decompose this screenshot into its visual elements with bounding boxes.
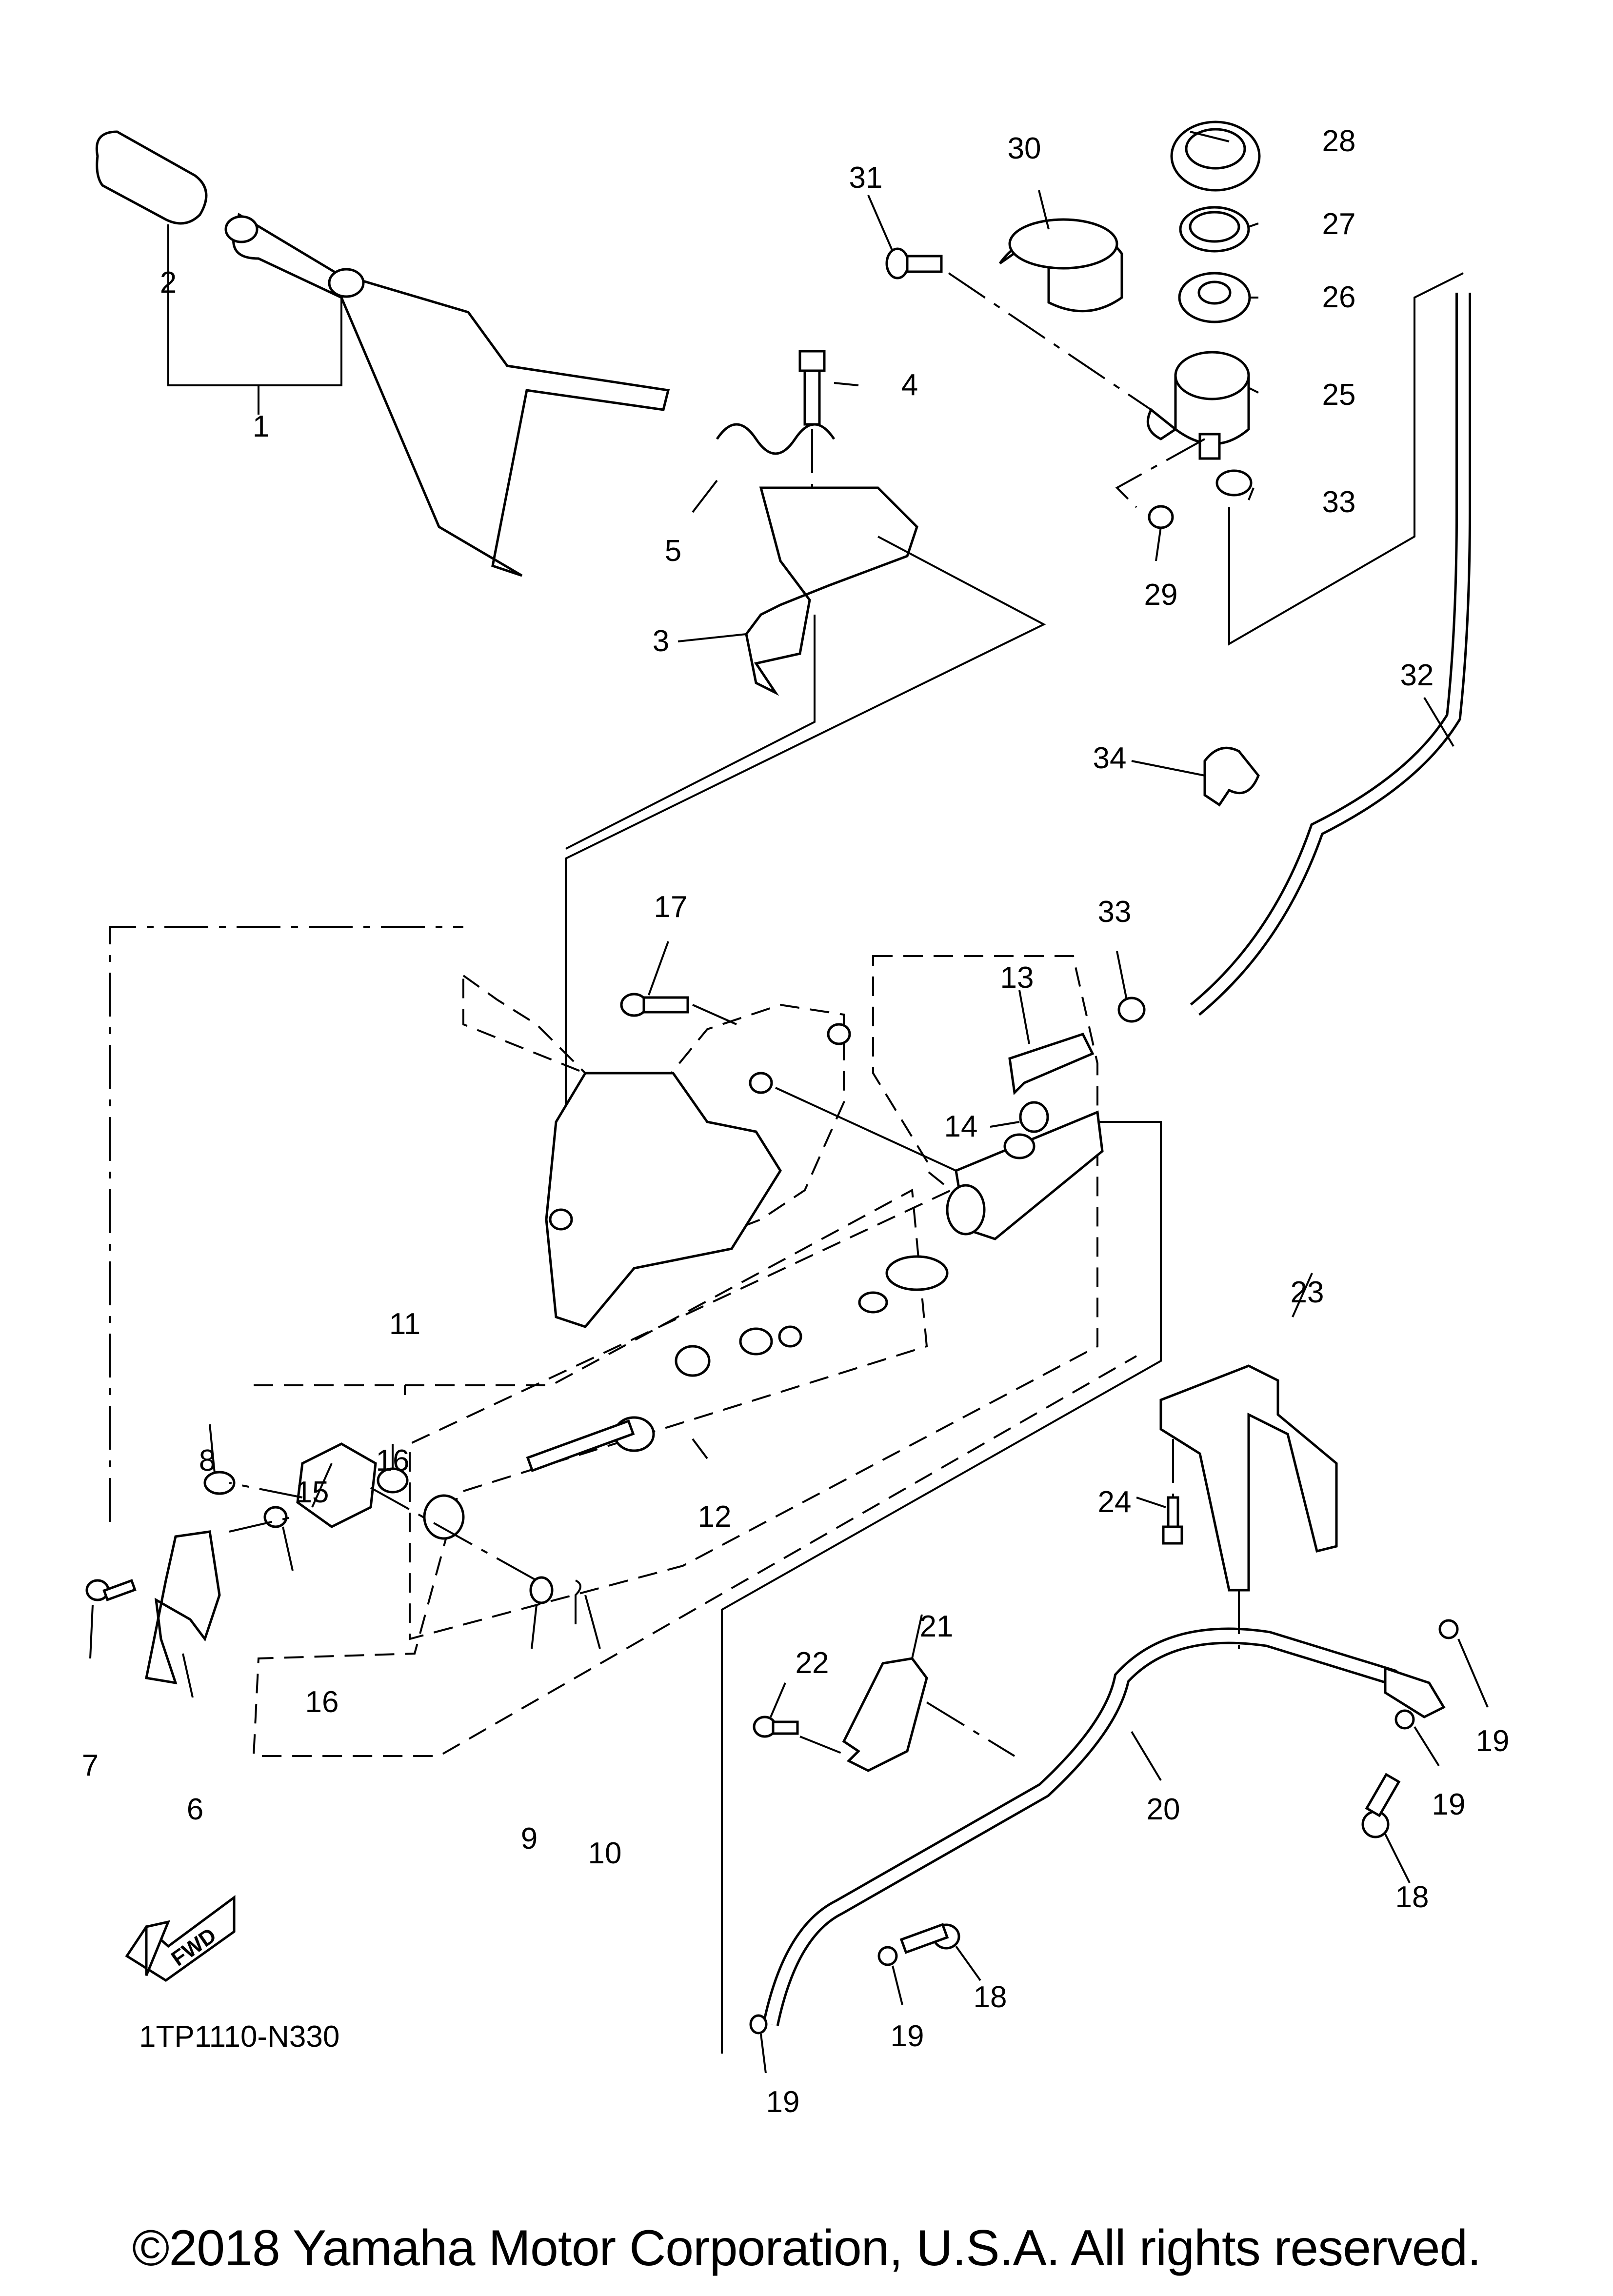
callout-1: 1 xyxy=(252,410,270,443)
pin-part-8 xyxy=(203,1471,236,1495)
reservoir-tank-part xyxy=(1146,351,1250,460)
piston-kit-parts xyxy=(377,1255,949,1540)
copyright-notice: ©2018 Yamaha Motor Corporation, U.S.A. A… xyxy=(132,2220,1481,2276)
nut-part-16b xyxy=(263,1506,288,1528)
callout-19d: 19 xyxy=(766,2085,800,2119)
hose-bracket-part-23 xyxy=(1159,1364,1338,1592)
hose-joint-part-13 xyxy=(1008,1032,1095,1096)
callout-10: 10 xyxy=(588,1837,622,1870)
hose-clip-part-34 xyxy=(1203,746,1260,807)
callout-3: 3 xyxy=(652,624,670,658)
gasket-part-19d xyxy=(749,2014,768,2035)
gasket-part-19b xyxy=(1394,1709,1415,1730)
callout-22: 22 xyxy=(795,1646,829,1680)
callout-24: 24 xyxy=(1097,1485,1132,1519)
collar-part-29 xyxy=(1148,505,1174,529)
callout-9: 9 xyxy=(520,1822,538,1856)
callout-14: 14 xyxy=(944,1110,978,1143)
callout-19b: 19 xyxy=(1432,1788,1466,1821)
union-bolt-part-18a xyxy=(1361,1773,1401,1838)
callout-6: 6 xyxy=(186,1793,204,1826)
screw-part-31 xyxy=(885,247,943,280)
gasket-part-19a xyxy=(1438,1619,1459,1639)
brake-hose-end-part xyxy=(1384,1666,1446,1718)
brake-pedal-part xyxy=(95,130,670,577)
callout-23: 23 xyxy=(1290,1276,1324,1309)
frame-bracket-part xyxy=(545,1072,782,1328)
master-cylinder-group-outline xyxy=(409,955,1098,1640)
callout-5: 5 xyxy=(664,534,682,568)
callout-4: 4 xyxy=(901,368,918,402)
bolt-part-4 xyxy=(798,350,826,426)
cotter-pin-part-10 xyxy=(575,1579,581,1624)
center-line-29 xyxy=(1115,438,1205,508)
washer-part-9 xyxy=(529,1576,554,1604)
union-part-14 xyxy=(1019,1101,1049,1133)
fwd-arrow-icon xyxy=(125,1895,236,1982)
callout-17: 17 xyxy=(654,890,688,924)
link-line-hose-top xyxy=(1228,272,1464,646)
bolt-part-7 xyxy=(85,1579,137,1601)
bolt-part-22 xyxy=(753,1716,799,1738)
link-line-3 xyxy=(565,536,1046,1288)
callout-30: 30 xyxy=(1007,132,1041,165)
return-spring-part xyxy=(716,423,836,455)
diagram-code: 1TP1110-N330 xyxy=(139,2020,340,2054)
kit-11-outline xyxy=(252,1188,1137,1757)
callout-8: 8 xyxy=(199,1444,216,1477)
diaphragm-part xyxy=(1178,272,1251,323)
bolt-part-24 xyxy=(1162,1496,1183,1545)
diaphragm-plate-part xyxy=(1179,206,1250,253)
callout-21: 21 xyxy=(919,1610,954,1643)
callout-32: 32 xyxy=(1400,659,1434,692)
master-cylinder-part xyxy=(946,1110,1104,1240)
brake-hose-part xyxy=(762,1627,1397,2026)
callout-29: 29 xyxy=(1144,578,1178,612)
center-line-31 xyxy=(948,272,1152,411)
callout-12: 12 xyxy=(697,1500,732,1534)
callout-27: 27 xyxy=(1322,207,1356,241)
callout-11: 11 xyxy=(389,1307,421,1341)
callout-2: 2 xyxy=(159,266,177,299)
leader-lines xyxy=(89,131,1489,2074)
callout-18b: 18 xyxy=(973,1980,1007,2014)
callout-15: 15 xyxy=(295,1476,329,1509)
callout-20: 20 xyxy=(1146,1793,1180,1826)
callout-26: 26 xyxy=(1322,280,1356,314)
hose-clamp-part-33b xyxy=(1117,997,1146,1023)
callout-25: 25 xyxy=(1322,378,1356,412)
callout-28: 28 xyxy=(1322,124,1356,158)
callout-13: 13 xyxy=(1000,961,1034,995)
reservoir-cap-part xyxy=(1170,120,1261,192)
pedal-bracket-part xyxy=(745,486,918,696)
hose-clip-part-21 xyxy=(842,1657,928,1772)
callout-19a: 19 xyxy=(1475,1724,1510,1758)
bolt-part-17 xyxy=(620,993,689,1017)
callout-33a: 33 xyxy=(1322,485,1356,519)
callout-34: 34 xyxy=(1093,741,1127,775)
callout-31: 31 xyxy=(849,161,883,195)
clevis-part-15 xyxy=(296,1442,377,1528)
reservoir-cover-part xyxy=(998,218,1123,313)
hose-clamp-part-33 xyxy=(1215,469,1253,497)
callout-16b: 16 xyxy=(305,1685,339,1719)
bracket-part-6 xyxy=(145,1530,221,1685)
leader-1-bracket xyxy=(167,224,342,415)
callout-19c: 19 xyxy=(890,2019,924,2053)
callout-18a: 18 xyxy=(1395,1880,1429,1914)
union-bolt-part-18b xyxy=(899,1923,960,1954)
callout-33b: 33 xyxy=(1097,895,1132,929)
callout-7: 7 xyxy=(81,1749,99,1782)
gasket-part-19c xyxy=(877,1946,898,1966)
callout-16a: 16 xyxy=(376,1444,410,1477)
